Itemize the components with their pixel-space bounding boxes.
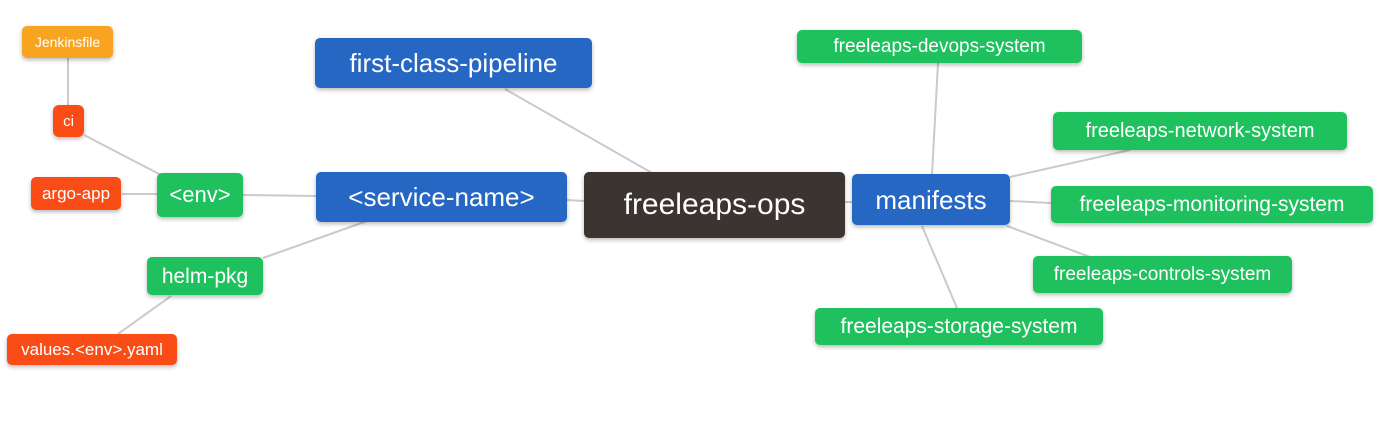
node-ci[interactable]: ci xyxy=(53,105,84,137)
edge-manifests-controls xyxy=(1006,225,1091,258)
node-jenkinsfile[interactable]: Jenkinsfile xyxy=(22,26,113,58)
edge-manifests-storage xyxy=(921,225,958,309)
edge-manifests-monitoring xyxy=(1009,200,1052,204)
edge-manifests-network xyxy=(1009,149,1131,178)
node-manifests[interactable]: manifests xyxy=(852,174,1010,225)
node-freeleaps-network-system[interactable]: freeleaps-network-system xyxy=(1053,112,1347,150)
edge-service-root xyxy=(566,199,585,202)
edge-helm-service xyxy=(262,220,368,259)
edge-ci-env xyxy=(83,134,164,177)
node-helm-pkg[interactable]: helm-pkg xyxy=(147,257,263,295)
node-freeleaps-devops-system[interactable]: freeleaps-devops-system xyxy=(797,30,1082,63)
node-values-env-yaml[interactable]: values.<env>.yaml xyxy=(7,334,177,365)
edge-env-service xyxy=(242,194,317,197)
edge-devops-manifests xyxy=(931,62,939,176)
node-root-freeleaps-ops[interactable]: freeleaps-ops xyxy=(584,172,845,238)
node-freeleaps-monitoring-system[interactable]: freeleaps-monitoring-system xyxy=(1051,186,1373,223)
node-env[interactable]: <env> xyxy=(157,173,243,217)
node-first-class-pipeline[interactable]: first-class-pipeline xyxy=(315,38,592,88)
edge-pipeline-root xyxy=(504,88,653,174)
node-service-name[interactable]: <service-name> xyxy=(316,172,567,222)
node-freeleaps-controls-system[interactable]: freeleaps-controls-system xyxy=(1033,256,1292,293)
edge-values-helm xyxy=(117,295,172,335)
node-freeleaps-storage-system[interactable]: freeleaps-storage-system xyxy=(815,308,1103,345)
node-argo-app[interactable]: argo-app xyxy=(31,177,121,210)
